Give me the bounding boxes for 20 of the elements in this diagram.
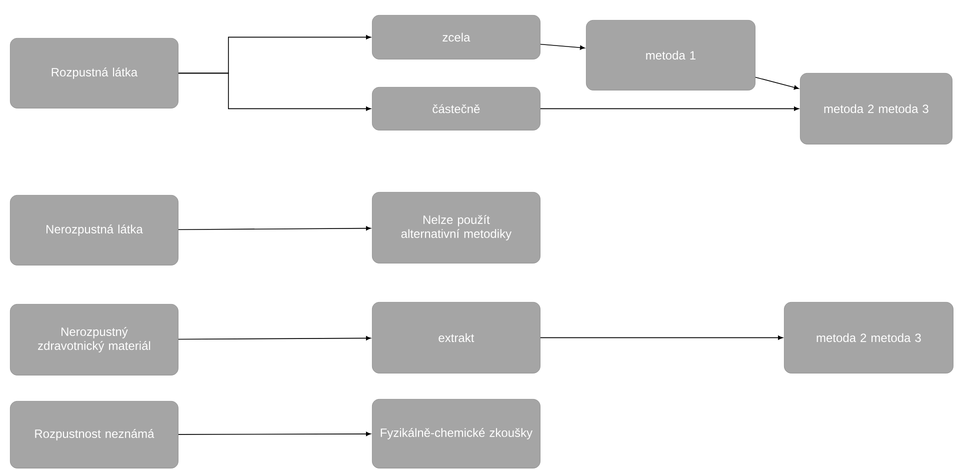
arrow	[178, 432, 371, 436]
process-box: Rozpustnost neznámá	[10, 401, 178, 468]
arrow	[178, 72, 371, 111]
process-box: částečně	[372, 87, 540, 130]
process-box: zcela	[372, 15, 540, 60]
process-box: metoda 2 metoda 3	[800, 73, 952, 144]
process-box: extrakt	[372, 302, 540, 374]
process-box: Nerozpustná látka	[10, 195, 178, 266]
arrow	[755, 76, 799, 90]
process-box: Fyzikálně-chemické zkoušky	[372, 399, 540, 468]
arrow	[178, 336, 371, 340]
arrow	[540, 44, 585, 50]
process-box: Rozpustná látka	[10, 38, 178, 108]
process-box: metoda 2 metoda 3	[784, 302, 954, 374]
process-box: metoda 1	[586, 20, 756, 90]
process-box: Nerozpustný zdravotnický materiál	[10, 304, 178, 376]
arrow	[540, 106, 799, 111]
arrow	[540, 336, 783, 340]
process-box: Nelze použít alternativní metodiky	[372, 192, 540, 264]
arrow	[178, 226, 371, 230]
